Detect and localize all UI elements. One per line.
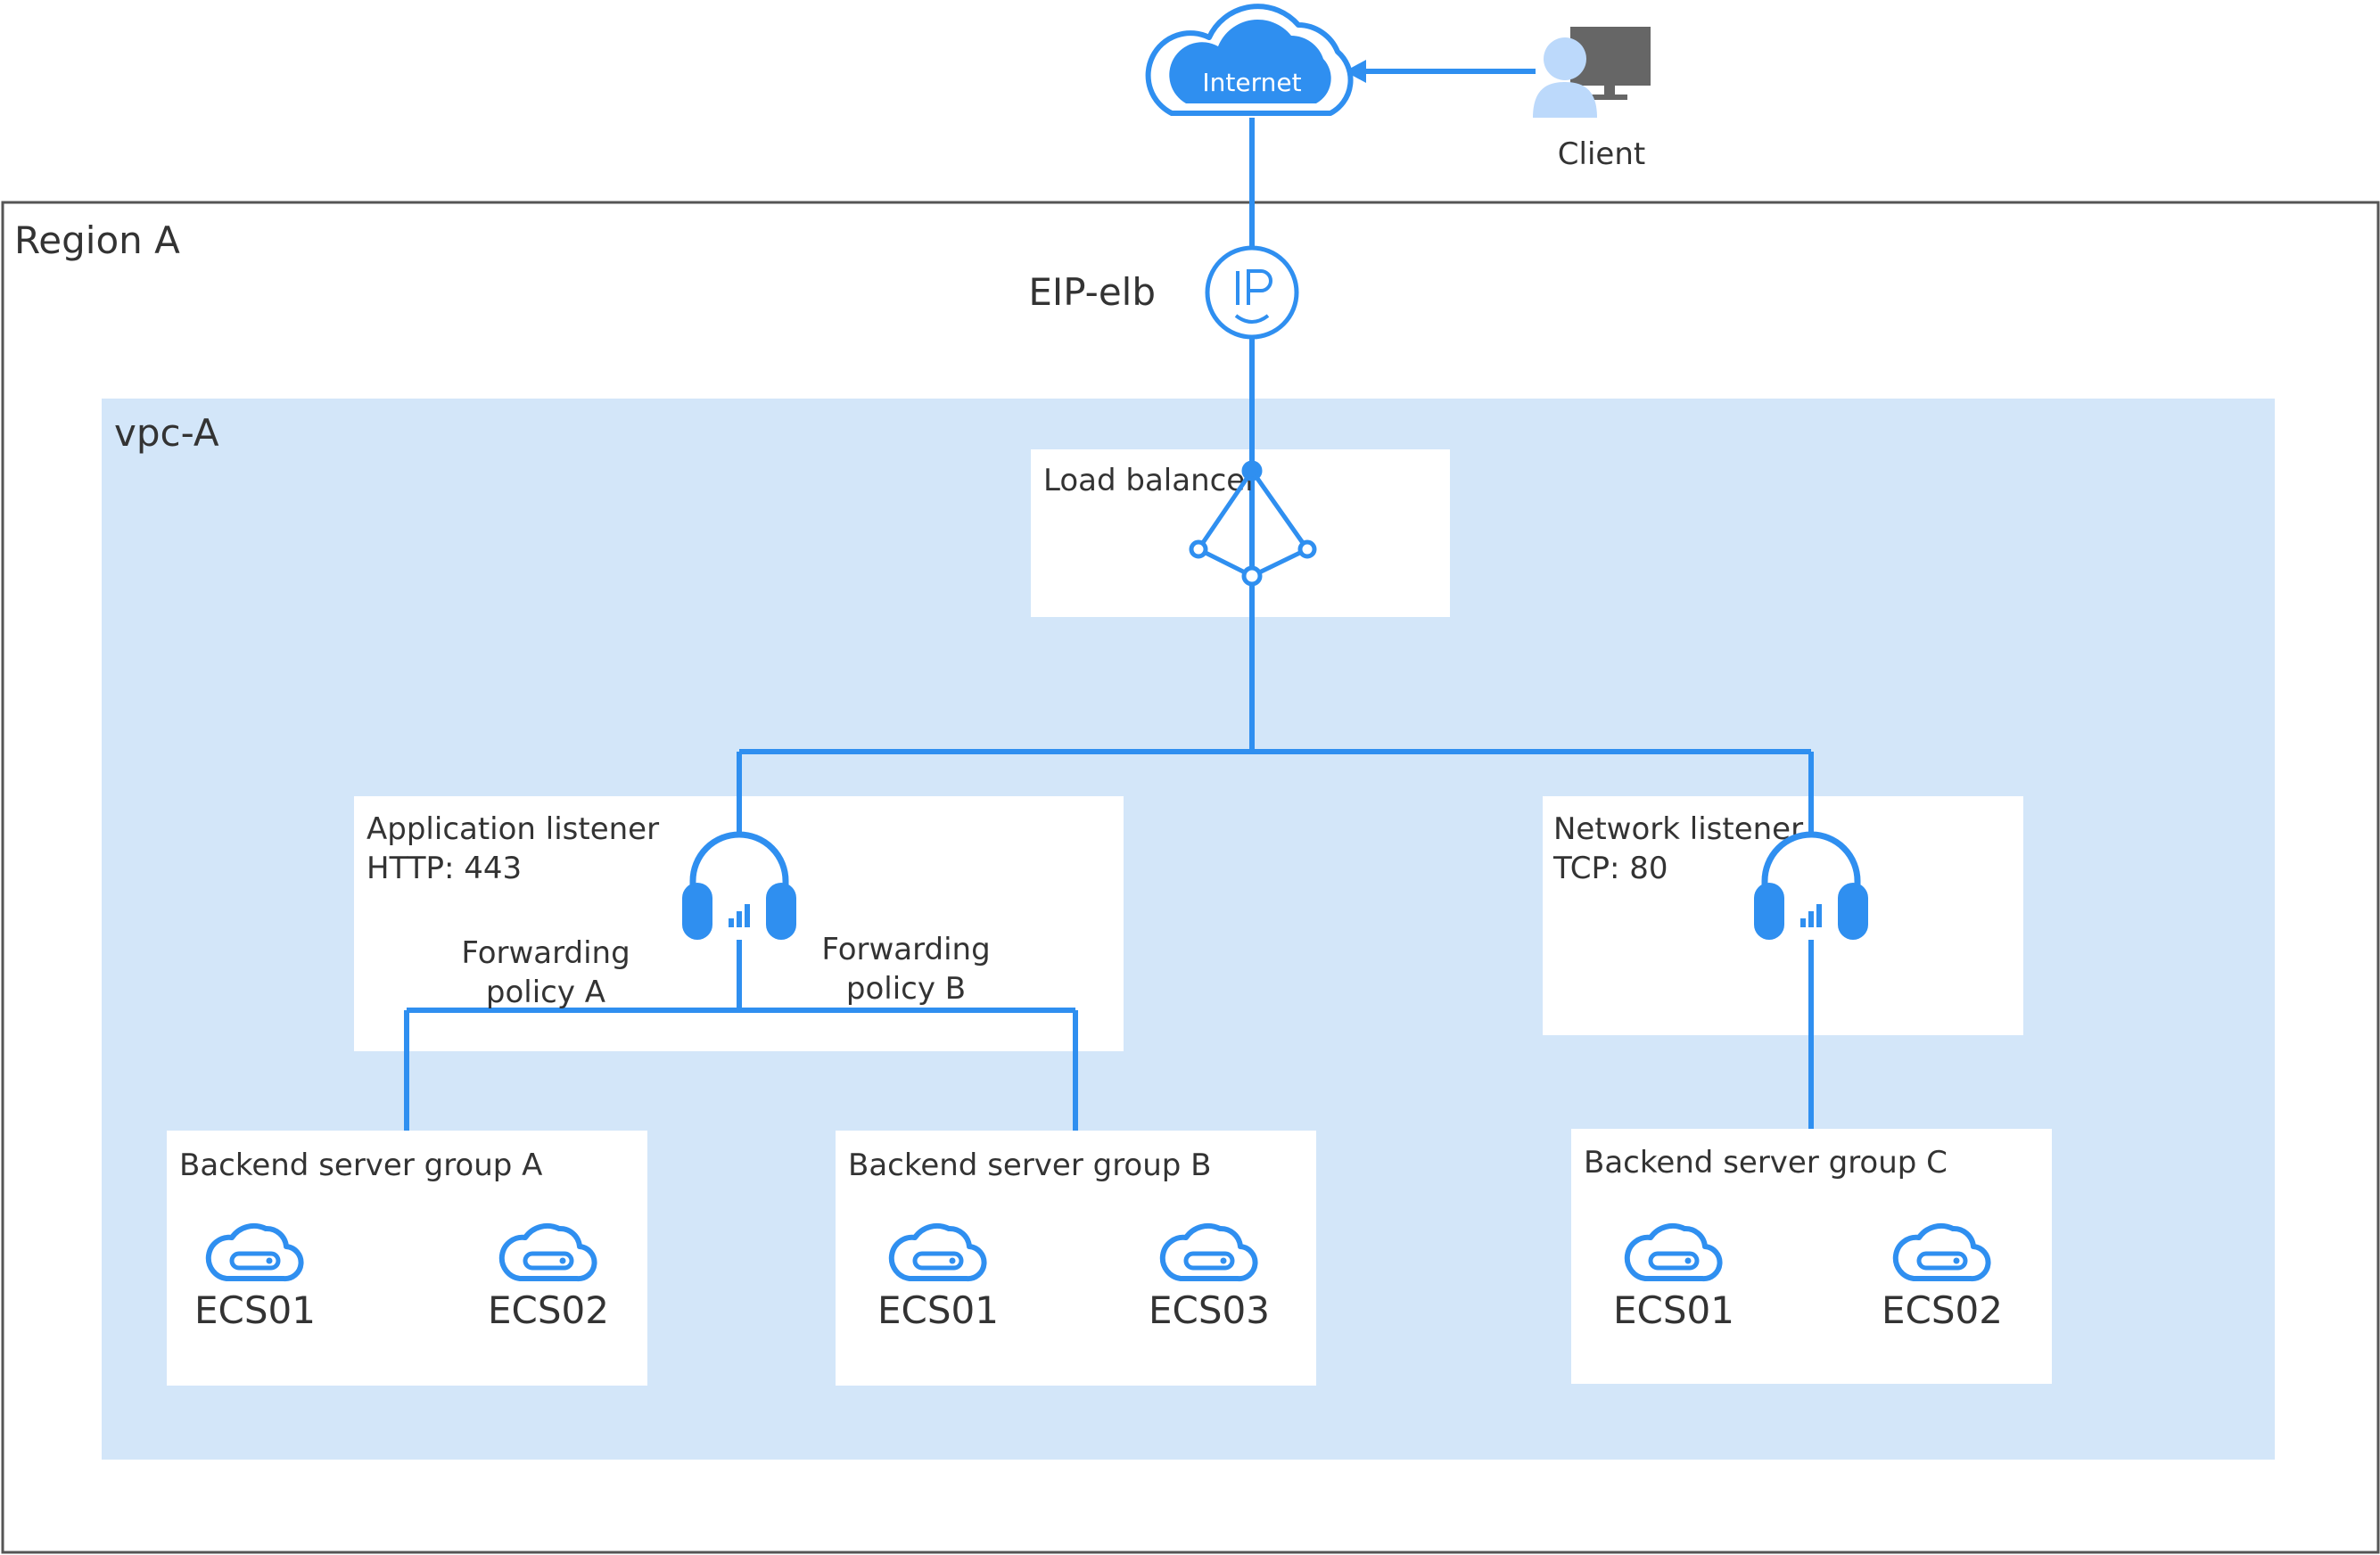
load-balancer-label: Load balancer: [1043, 463, 1257, 498]
server-label: ECS01: [877, 1288, 999, 1332]
net-listener-name: Network listener: [1553, 811, 1803, 847]
app-listener-name: Application listener: [366, 811, 659, 847]
backend-group-c-label: Backend server group C: [1584, 1145, 1948, 1181]
arrowhead-icon: [1345, 60, 1366, 83]
cloud-icon: [1145, 4, 1354, 116]
eip-label: EIP-elb: [1028, 270, 1156, 314]
load-balancer-box[interactable]: [1031, 449, 1450, 617]
user-computer-icon[interactable]: [1533, 27, 1651, 118]
server-label: ECS03: [1149, 1288, 1270, 1332]
policy-b-line2: policy B: [846, 971, 966, 1007]
region-boundary: [1, 201, 2380, 1554]
policy-a-line2: policy A: [486, 975, 605, 1010]
ip-icon[interactable]: [1205, 245, 1299, 340]
policy-a-line1: Forwarding: [461, 935, 630, 971]
server-label: ECS01: [194, 1288, 316, 1332]
server-label: ECS02: [488, 1288, 609, 1332]
connectors: [404, 69, 1814, 1131]
vpc-label: vpc-A: [114, 411, 219, 455]
backend-group-b-label: Backend server group B: [848, 1148, 1212, 1183]
region-label: Region A: [14, 218, 180, 262]
internet-label: Internet: [1202, 68, 1301, 97]
policy-b-line1: Forwarding: [821, 932, 990, 967]
client-label: Client: [1558, 136, 1645, 172]
app-listener-protocol: HTTP: 443: [366, 851, 522, 886]
load-balancer-icon: [1189, 460, 1317, 587]
backend-group-a-label: Backend server group A: [179, 1148, 542, 1183]
server-label: ECS01: [1613, 1288, 1734, 1332]
net-listener-protocol: TCP: 80: [1552, 851, 1668, 886]
server-label: ECS02: [1882, 1288, 2003, 1332]
